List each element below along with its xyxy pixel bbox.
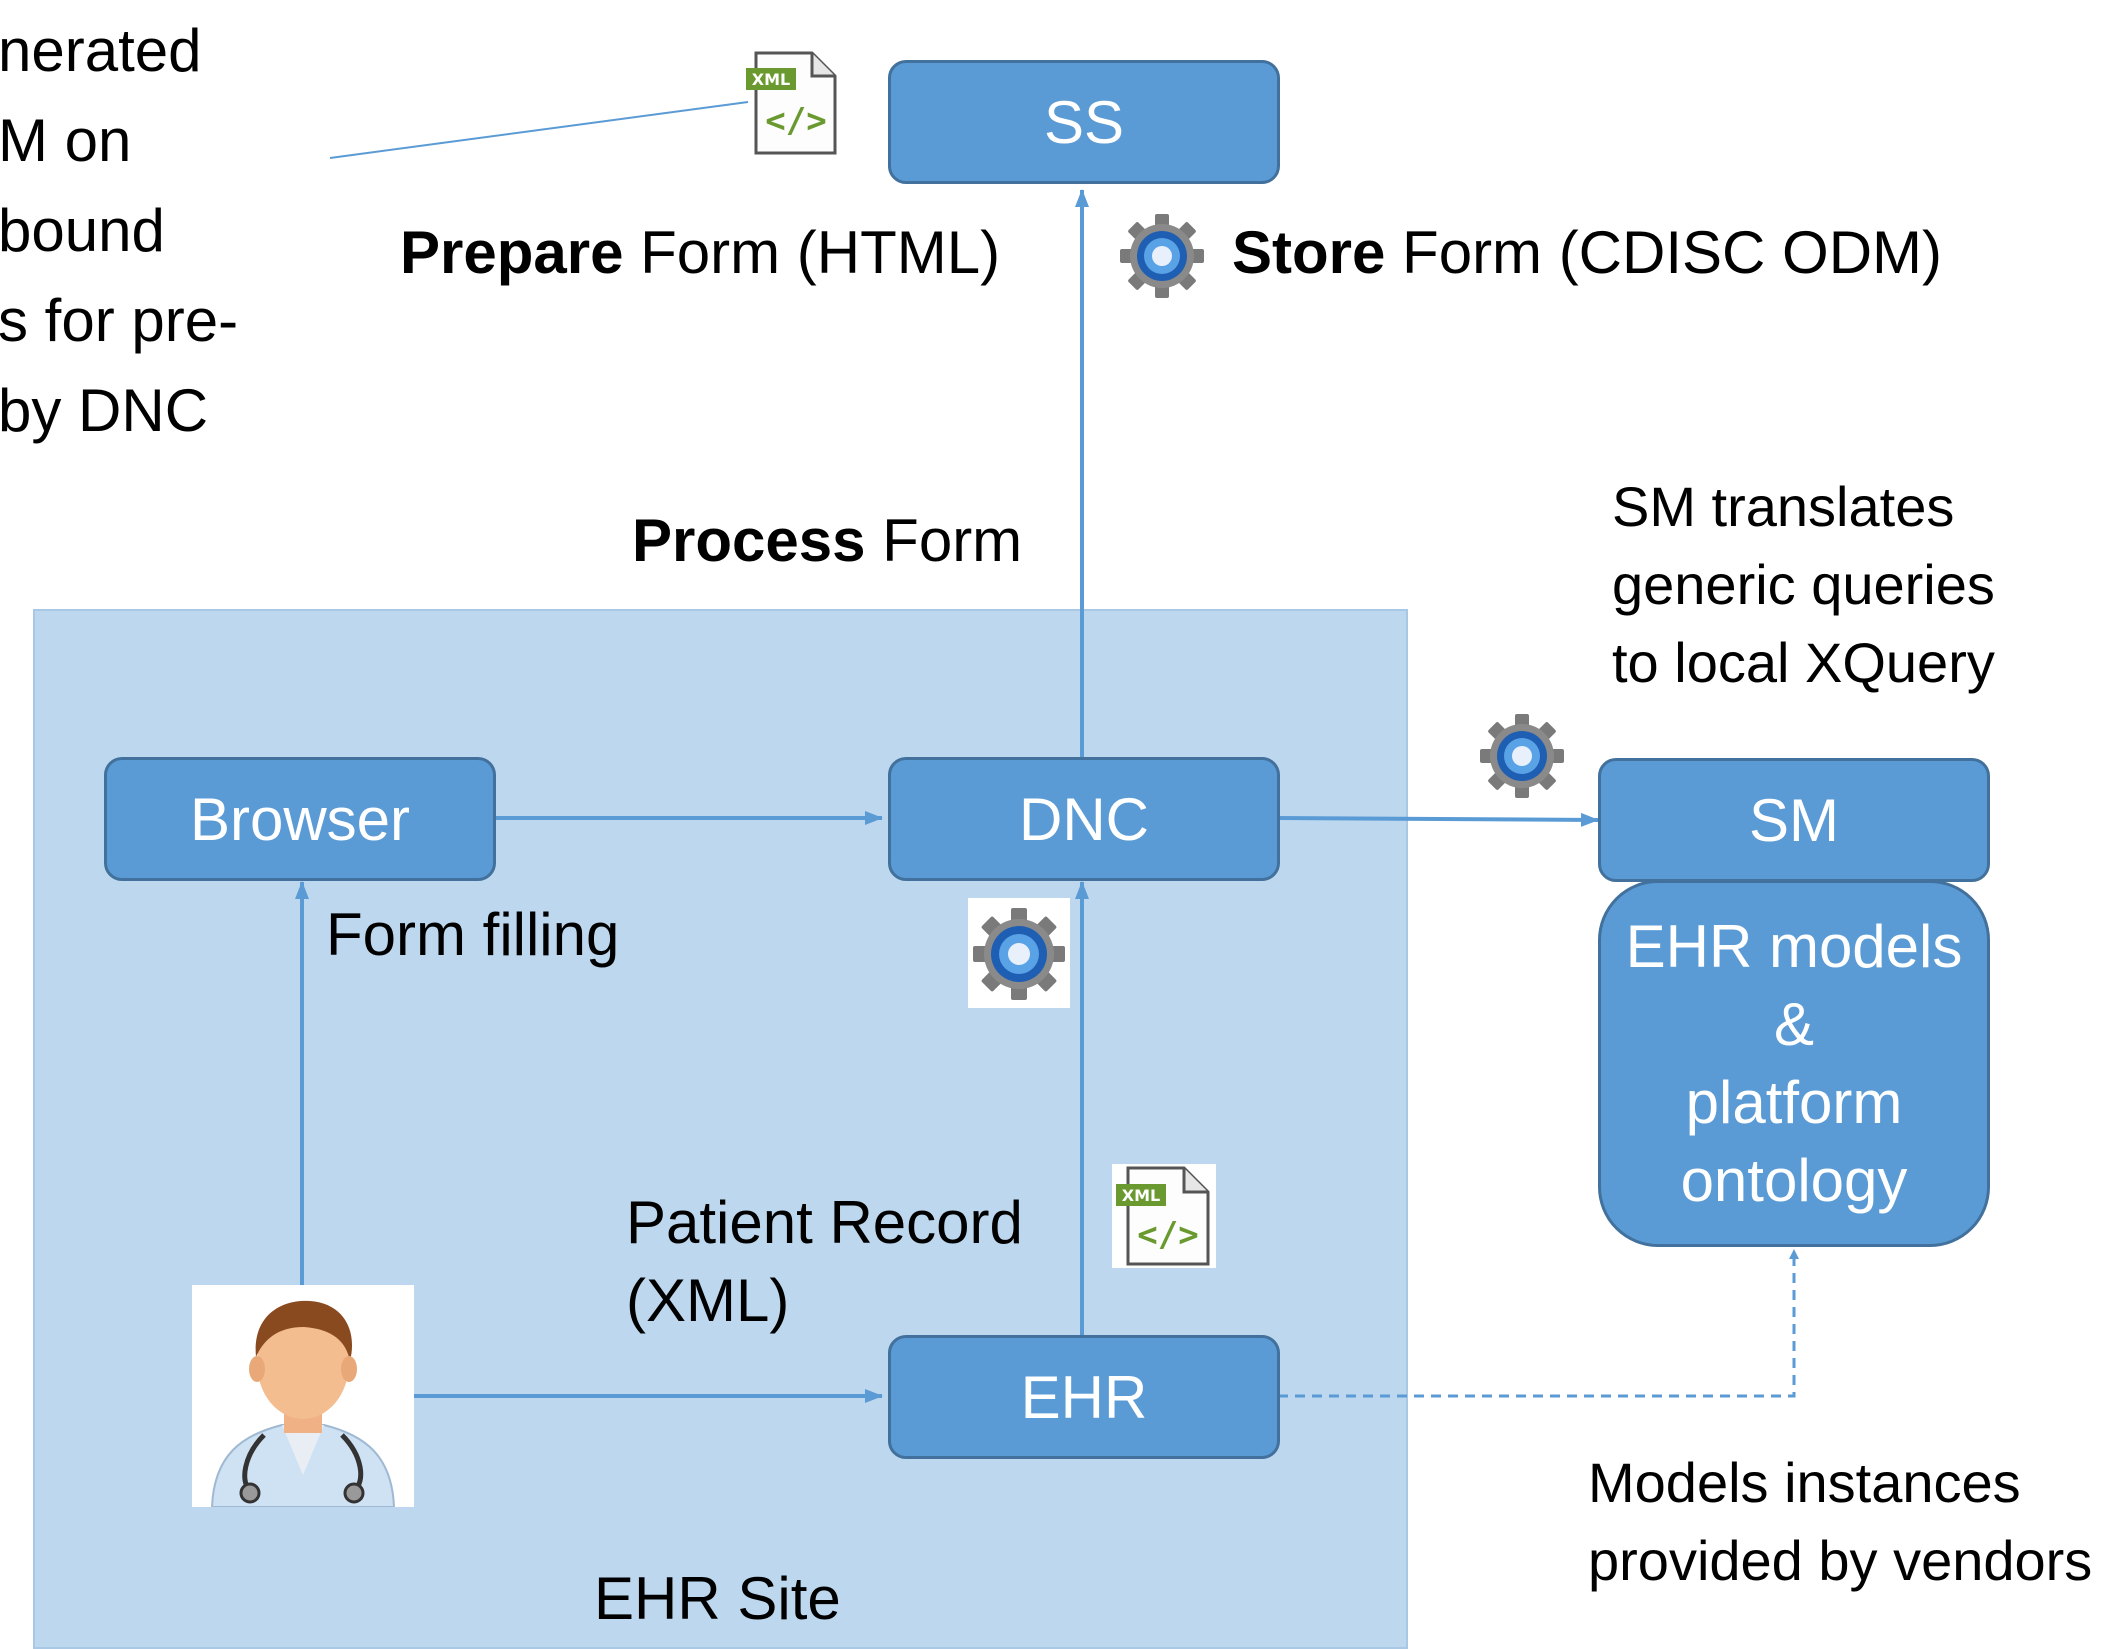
- sm-note-line: SM translates: [1612, 475, 1955, 538]
- sm-translation-note: SM translates generic queries to local X…: [1612, 468, 1995, 702]
- patient-record-line: Patient Record: [626, 1189, 1023, 1256]
- xml-symbol-text: </>: [765, 101, 826, 141]
- node-ehr-models: EHR models & platform ontology: [1598, 880, 1990, 1247]
- xml-badge-text: XML: [752, 70, 790, 89]
- arrow-ehr-to-models-dashed: [1278, 1249, 1799, 1398]
- label-form-filling: Form filling: [326, 901, 620, 968]
- node-ehr-label: EHR: [1020, 1363, 1148, 1431]
- sm-note-line: to local XQuery: [1612, 631, 1995, 694]
- node-dnc-label: DNC: [1019, 785, 1149, 853]
- note-connector: [329, 101, 749, 159]
- label-ehr-site: EHR Site: [594, 1565, 841, 1632]
- patient-record-line: (XML): [626, 1267, 790, 1334]
- note-left-line: bound: [0, 197, 165, 264]
- xml-badge-text: XML: [1122, 1186, 1160, 1205]
- gear-icon: [968, 898, 1070, 1008]
- doctor-icon: [192, 1285, 414, 1508]
- label-store-form: Store Form (CDISC ODM): [1232, 214, 1942, 292]
- label-patient-record: Patient Record (XML): [626, 1184, 1023, 1340]
- models-line: ontology: [1680, 1146, 1908, 1214]
- note-left: nerated M on bound s for pre- by DNC: [0, 6, 238, 456]
- label-prepare-bold: Prepare: [400, 219, 624, 286]
- arrow-dnc-to-sm: [1277, 812, 1599, 827]
- xml-symbol-text: </>: [1137, 1215, 1198, 1255]
- label-store-rest: Form (CDISC ODM): [1385, 219, 1942, 286]
- sm-note-line: generic queries: [1612, 553, 1995, 616]
- note-left-line: by DNC: [0, 377, 209, 444]
- label-process-rest: Form: [865, 507, 1023, 574]
- node-sm: SM: [1598, 758, 1990, 882]
- label-prepare-rest: Form (HTML): [623, 219, 1001, 286]
- label-process-form: Process Form: [632, 502, 1022, 580]
- vendors-note-line: provided by vendors: [1588, 1529, 2093, 1592]
- node-dnc: DNC: [888, 757, 1280, 881]
- node-browser: Browser: [104, 757, 496, 881]
- label-process-bold: Process: [632, 507, 866, 574]
- gear-icon: [1478, 712, 1566, 800]
- node-browser-label: Browser: [189, 785, 411, 853]
- xml-file-icon: XML </>: [746, 50, 838, 156]
- node-ehr: EHR: [888, 1335, 1280, 1459]
- models-line: EHR models: [1625, 912, 1963, 980]
- node-sm-label: SM: [1749, 786, 1839, 854]
- models-line: platform: [1685, 1068, 1903, 1136]
- vendors-note: Models instances provided by vendors: [1588, 1444, 2092, 1600]
- note-left-line: M on: [0, 107, 132, 174]
- node-ss: SS: [888, 60, 1280, 184]
- note-left-line: nerated: [0, 17, 202, 84]
- vendors-note-line: Models instances: [1588, 1451, 2021, 1514]
- node-ss-label: SS: [1043, 88, 1125, 156]
- label-store-bold: Store: [1232, 219, 1386, 286]
- gear-icon: [1118, 212, 1206, 300]
- models-line: &: [1773, 990, 1815, 1058]
- label-prepare-form: Prepare Form (HTML): [400, 214, 1000, 292]
- xml-file-icon: XML </>: [1112, 1164, 1216, 1268]
- note-left-line: s for pre-: [0, 287, 239, 354]
